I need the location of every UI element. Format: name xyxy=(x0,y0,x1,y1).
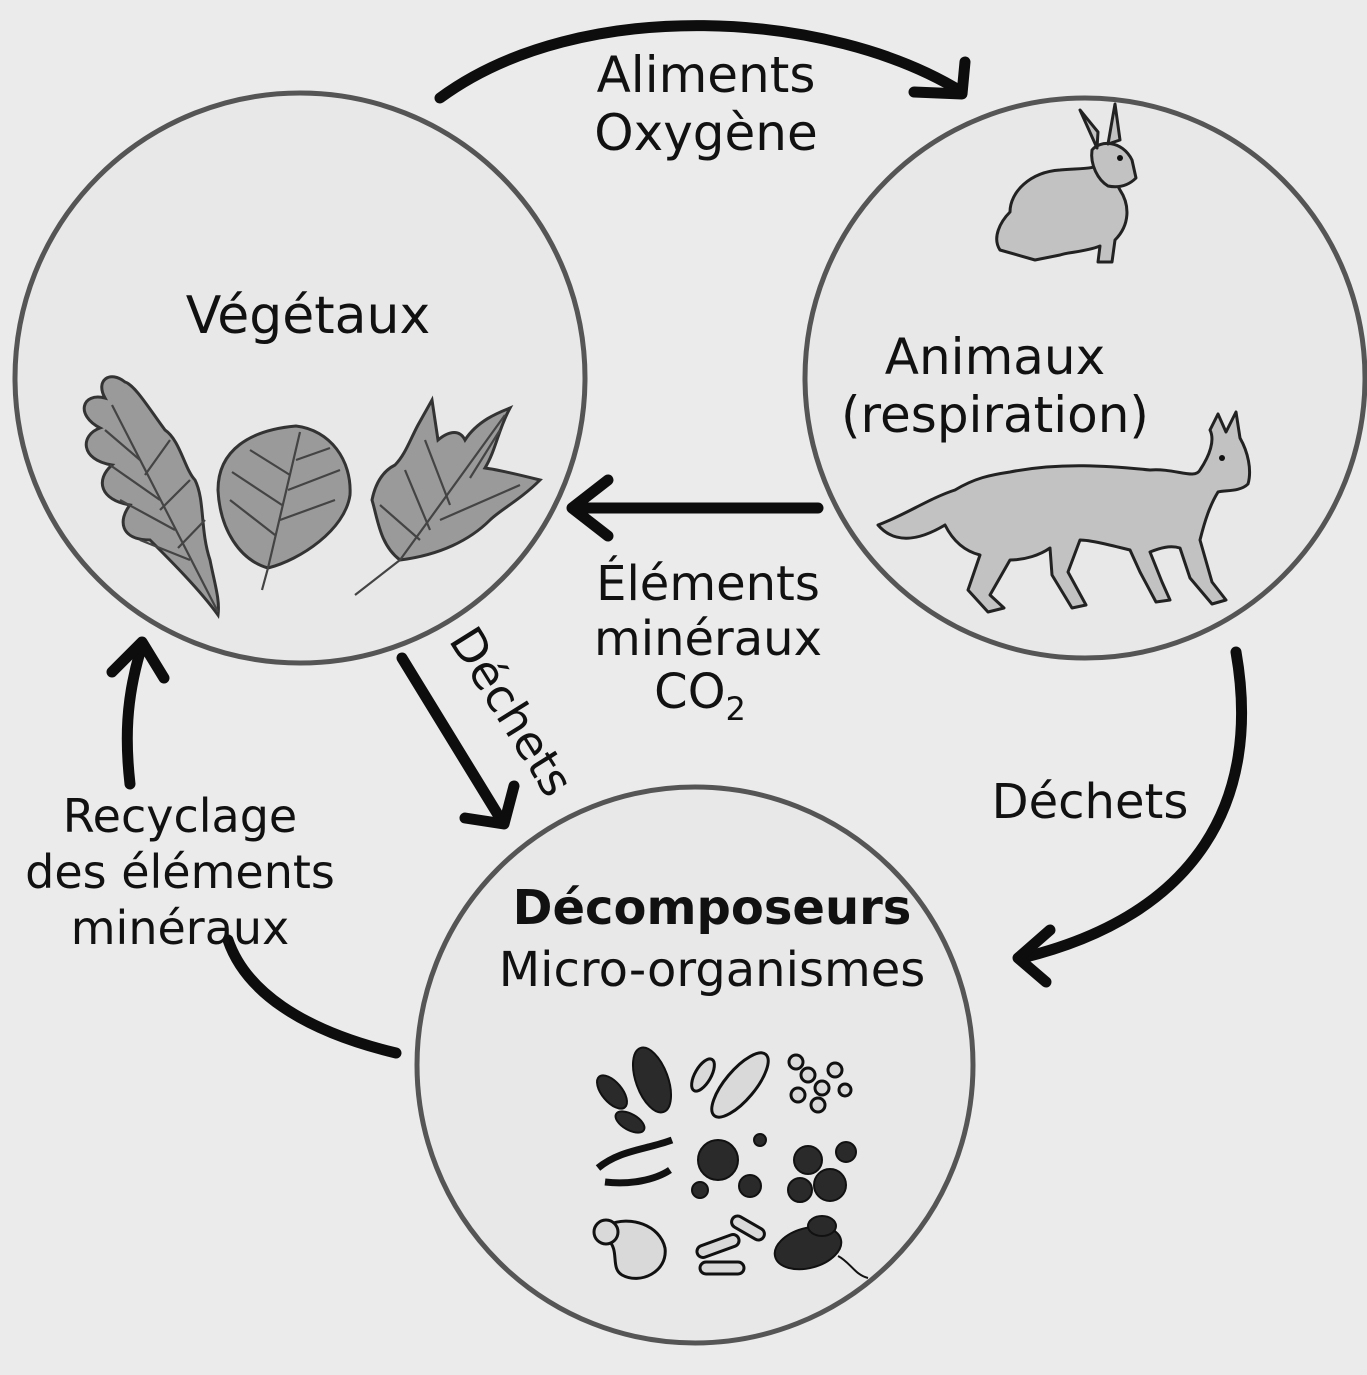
oxygene-label: Oxygène xyxy=(594,104,818,162)
vegetaux-label: Végétaux xyxy=(186,286,431,346)
co2-main: CO xyxy=(654,664,725,720)
des-elements-label: des éléments xyxy=(25,845,335,899)
co2-label: CO2 xyxy=(654,664,746,728)
dechets-animaux-label: Déchets xyxy=(992,774,1189,830)
arrow-elements-mineraux xyxy=(572,480,818,536)
decomposeurs-label: Décomposeurs xyxy=(513,880,912,936)
animaux-label: Animaux xyxy=(885,328,1105,386)
recyclage-mineraux-label: minéraux xyxy=(71,901,290,955)
animaux-respiration-label: (respiration) xyxy=(841,386,1149,444)
vegetaux-circle xyxy=(15,93,585,663)
decomposeurs-circle xyxy=(417,787,973,1343)
elements-label: Éléments xyxy=(596,555,820,612)
mineraux-label: minéraux xyxy=(594,611,822,667)
recyclage-label: Recyclage xyxy=(63,789,297,843)
aliments-label: Aliments xyxy=(597,46,816,104)
micro-organismes-label: Micro-organismes xyxy=(499,942,926,998)
co2-subscript: 2 xyxy=(725,690,745,728)
dechets-vegetaux-label: Déchets xyxy=(439,617,585,805)
